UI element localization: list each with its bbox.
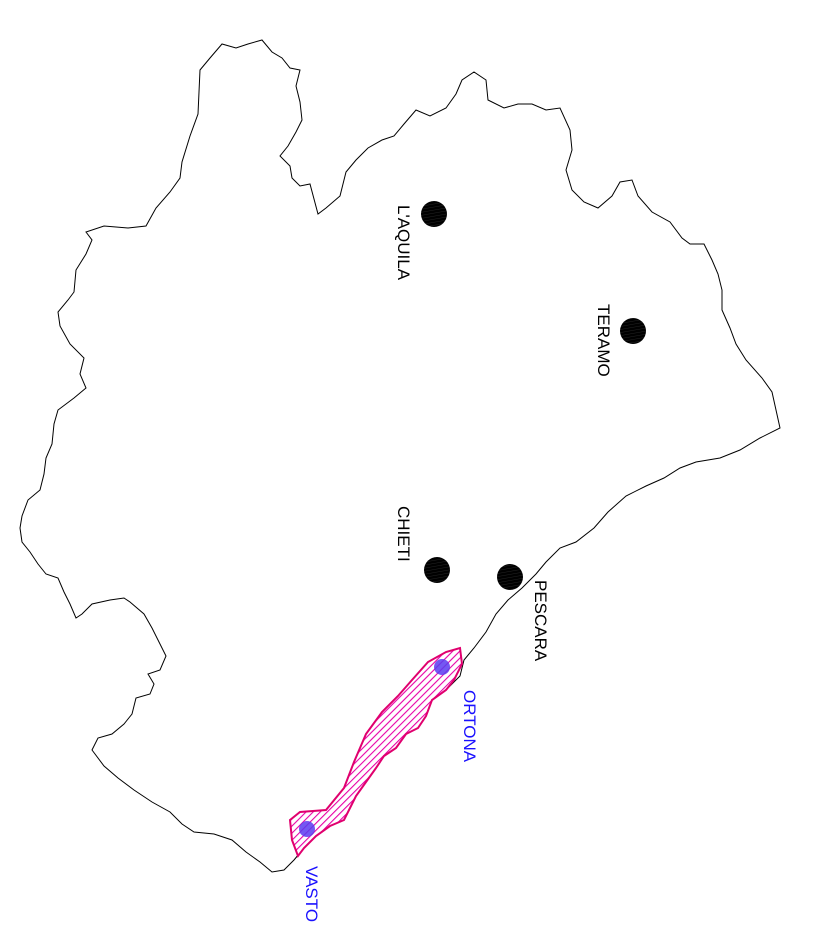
laquila-marker: [421, 201, 447, 227]
laquila-label: L'AQUILA: [394, 205, 413, 281]
highlighted-coastal-zone: [288, 646, 464, 859]
ortona-marker: [434, 659, 450, 675]
region-outline: [19, 39, 781, 873]
pescara-marker: [497, 564, 523, 590]
teramo-label: TERAMO: [594, 304, 613, 377]
vasto-marker: [299, 821, 315, 837]
chieti-label: CHIETI: [394, 506, 413, 562]
pescara-label: PESCARA: [531, 580, 550, 662]
teramo-marker: [620, 318, 646, 344]
chieti-marker: [424, 557, 450, 583]
vasto-label: VASTO: [302, 866, 321, 922]
ortona-label: ORTONA: [460, 690, 479, 763]
